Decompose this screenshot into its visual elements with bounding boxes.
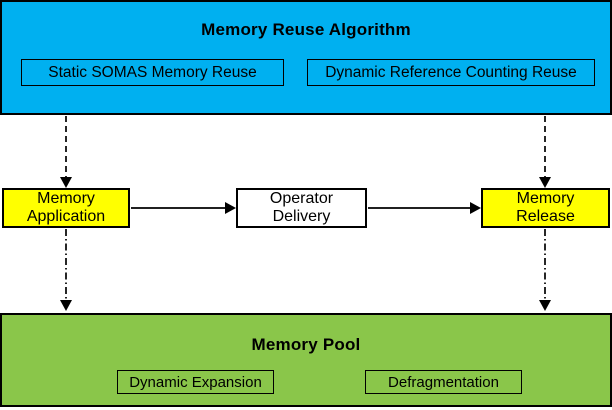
dynamic-expansion-label: Dynamic Expansion [117, 370, 274, 394]
dashed-arrow-algorithm-to-application [60, 116, 72, 188]
memory-release-line2: Release [516, 208, 575, 225]
static-somas-memory-reuse-label: Static SOMAS Memory Reuse [21, 59, 284, 86]
dashdot-arrow-application-to-pool [60, 229, 72, 311]
memory-application-line1: Memory [37, 190, 95, 207]
dashed-arrow-algorithm-to-release [539, 116, 551, 188]
defragmentation-label: Defragmentation [365, 370, 522, 394]
solid-arrow-application-to-delivery [131, 202, 236, 214]
memory-application-line2: Application [26, 208, 106, 225]
memory-pool-title: Memory Pool [251, 335, 361, 354]
memory-release-line1: Memory [516, 190, 575, 207]
operator-delivery-box: Operator Delivery [236, 188, 367, 228]
memory-reuse-algorithm-block: Memory Reuse Algorithm Static SOMAS Memo… [0, 0, 612, 115]
solid-arrow-delivery-to-release [368, 202, 481, 214]
memory-reuse-algorithm-title: Memory Reuse Algorithm [201, 20, 411, 39]
operator-delivery-line1: Operator [269, 190, 334, 207]
operator-delivery-line2: Delivery [272, 208, 331, 225]
dashdot-arrow-release-to-pool [539, 229, 551, 311]
dynamic-reference-counting-reuse-label: Dynamic Reference Counting Reuse [307, 59, 595, 86]
memory-application-box: Memory Application [2, 188, 130, 228]
memory-pool-block: Memory Pool Dynamic Expansion Defragment… [0, 313, 612, 407]
memory-release-box: Memory Release [481, 188, 610, 228]
